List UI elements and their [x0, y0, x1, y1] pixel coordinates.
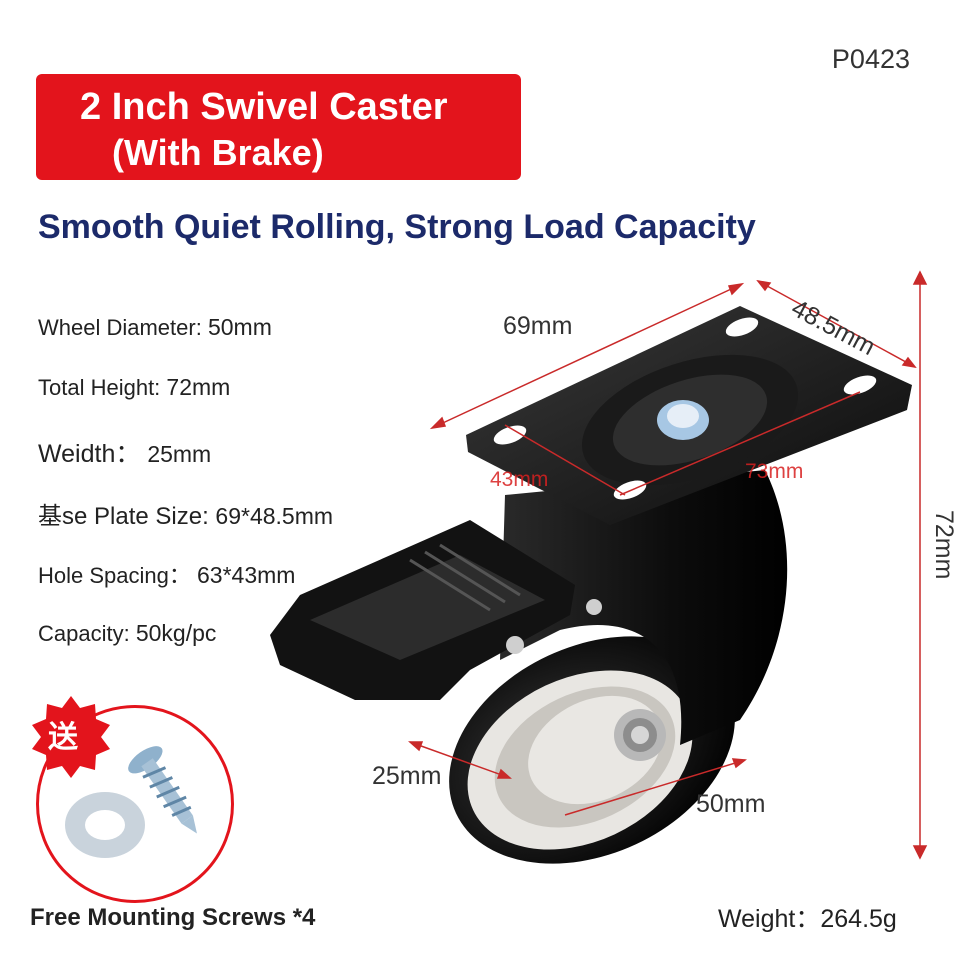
caster-fork	[500, 470, 788, 745]
spec-label: Hole Spacing：	[38, 563, 191, 588]
spec-width: Weidth： 25mm	[38, 434, 211, 470]
dim-hole-short: 43mm	[490, 468, 549, 491]
spec-capacity: Capacity: 50kg/pc	[38, 620, 216, 647]
spec-value: 25mm	[147, 441, 212, 467]
gift-badge-label: 送	[48, 720, 78, 755]
product-code: P0423	[831, 44, 910, 74]
spec-value: 63*43mm	[197, 562, 296, 588]
gift-badge	[32, 696, 110, 778]
spec-wheel-diameter: Wheel Diameter: 50mm	[38, 314, 272, 341]
title-banner: 2 Inch Swivel Caster (With Brake)	[36, 74, 521, 180]
dim-wheel-width: 25mm	[372, 762, 442, 790]
spec-label: Capacity:	[38, 621, 130, 646]
spec-label: 基se Plate Size:	[38, 503, 209, 530]
spec-total-height: Total Height: 72mm	[38, 374, 230, 401]
dimension-lines	[408, 270, 928, 860]
base-plate	[466, 306, 912, 525]
spec-label: Weidth：	[38, 440, 141, 468]
dim-plate-length: 69mm	[503, 312, 573, 340]
spec-value: 69*48.5mm	[215, 503, 334, 529]
gift-label: Free Mounting Screws *4	[30, 904, 316, 931]
screw-icon	[128, 746, 197, 834]
subtitle: Smooth Quiet Rolling, Strong Load Capaci…	[38, 208, 756, 246]
dim-wheel-diameter: 50mm	[696, 790, 766, 818]
gift-circle	[36, 705, 234, 903]
spec-label: Total Height:	[38, 375, 161, 400]
banner-title-line2: (With Brake)	[112, 132, 324, 173]
spec-plate-size: 基se Plate Size: 69*48.5mm	[38, 496, 333, 531]
spec-hole-spacing: Hole Spacing： 63*43mm	[38, 558, 295, 590]
dim-hole-long: 73mm	[745, 460, 804, 483]
spec-label: Wheel Diameter:	[38, 315, 202, 340]
spec-value: 72mm	[166, 374, 231, 400]
banner-title-line1: 2 Inch Swivel Caster	[80, 86, 448, 128]
weight-label: Weight：264.5g	[718, 905, 897, 933]
rivet	[506, 636, 524, 654]
spec-value: 50mm	[207, 314, 272, 340]
rivet	[586, 599, 602, 615]
axle-nut	[614, 709, 666, 761]
spec-value: 50kg/pc	[135, 620, 217, 646]
